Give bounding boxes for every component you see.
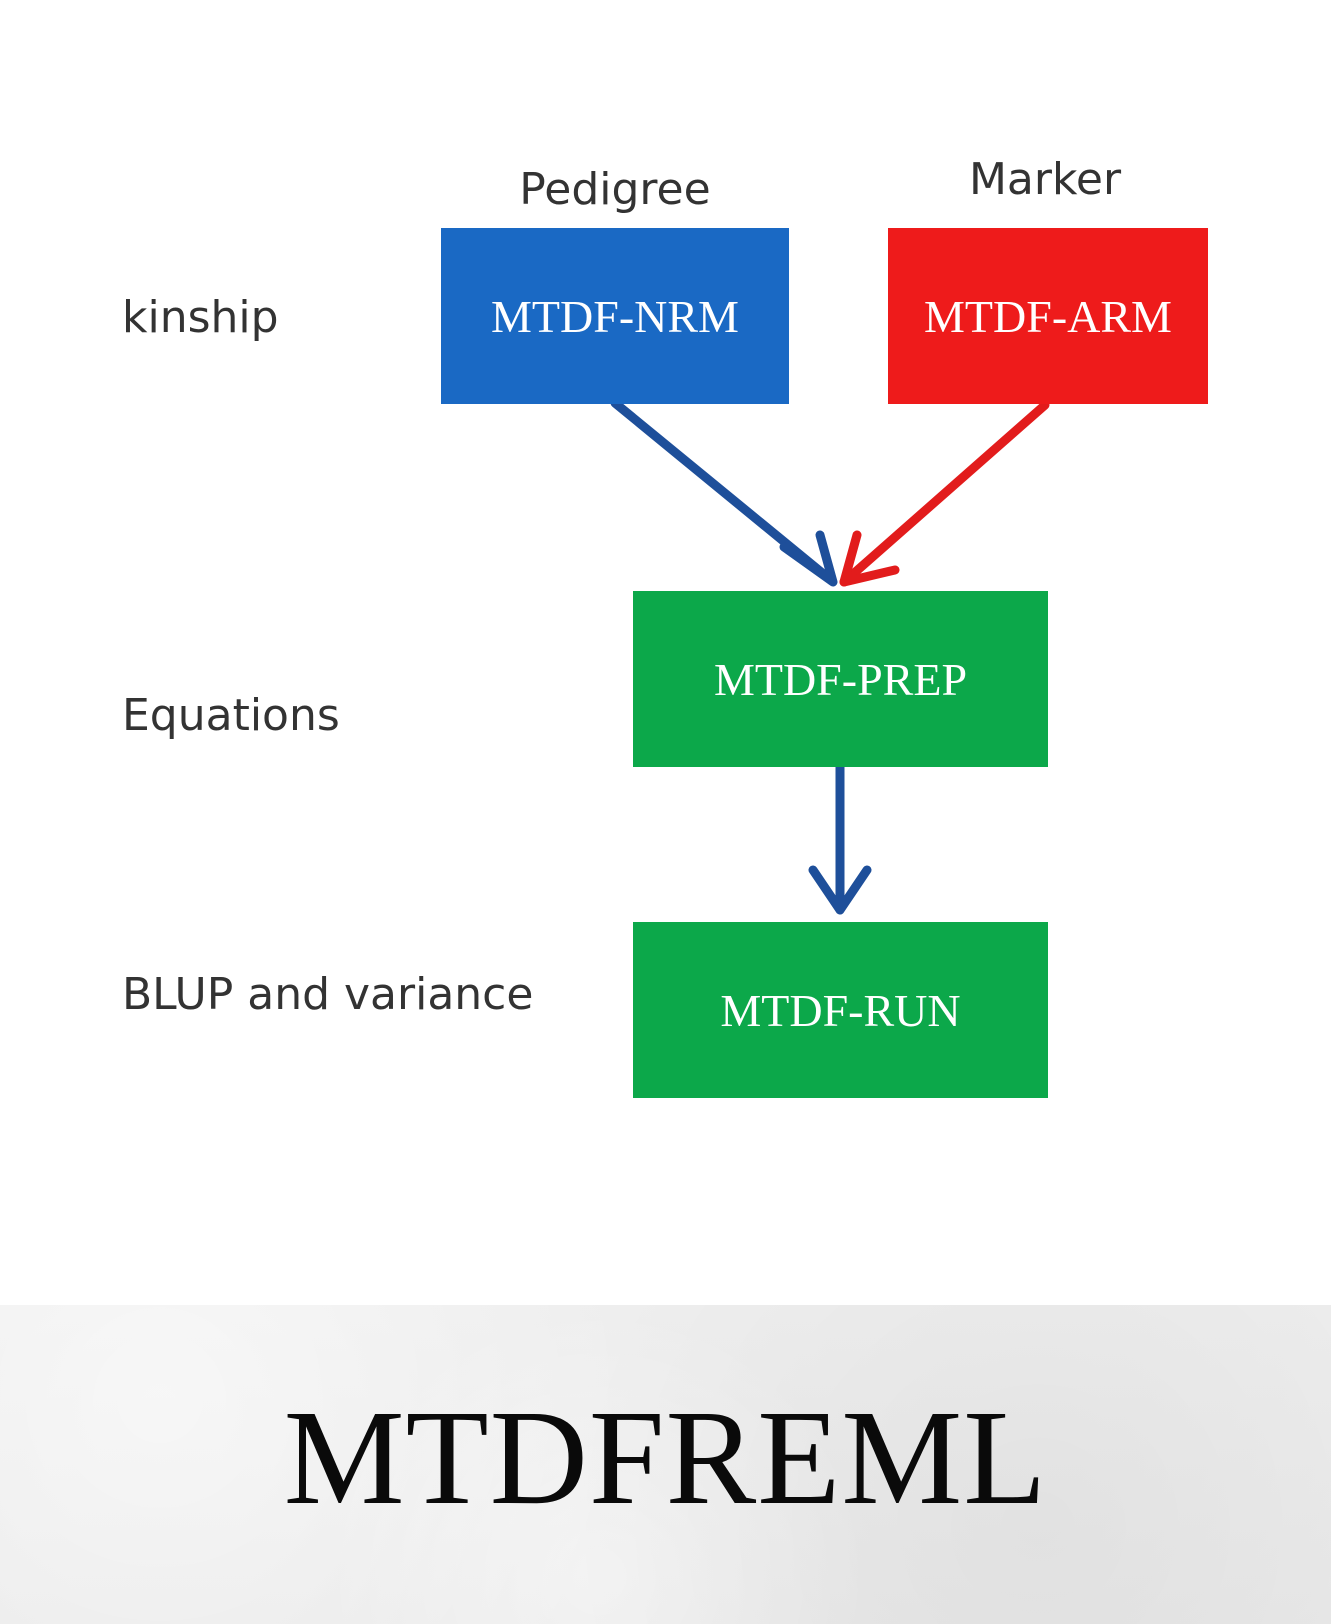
node-mtdf-nrm: MTDF-NRM	[441, 228, 789, 404]
title-banner	[0, 1305, 1331, 1624]
edge-nrm-to-prep	[610, 398, 838, 587]
row-label-kinship: kinship	[122, 292, 279, 343]
node-mtdf-prep-label: MTDF-PREP	[713, 653, 968, 705]
column-header-marker: Marker	[968, 154, 1122, 205]
node-mtdf-prep: MTDF-PREP	[633, 591, 1048, 767]
row-label-equations: Equations	[122, 690, 340, 741]
node-mtdf-run-label: MTDF-RUN	[720, 984, 961, 1036]
row-label-blup-variance: BLUP and variance	[122, 969, 534, 1020]
banner-title: MTDFREML	[283, 1383, 1048, 1533]
node-mtdf-nrm-label: MTDF-NRM	[491, 290, 739, 342]
edge-arm-to-prep	[839, 400, 1050, 587]
node-mtdf-arm-label: MTDF-ARM	[924, 290, 1172, 342]
node-mtdf-arm: MTDF-ARM	[888, 228, 1208, 404]
flow-diagram: Pedigree Marker kinship Equations BLUP a…	[122, 154, 1208, 1098]
edge-prep-to-run	[808, 761, 872, 915]
column-header-pedigree: Pedigree	[519, 164, 711, 215]
diagram-arrows	[610, 398, 1050, 915]
node-mtdf-run: MTDF-RUN	[633, 922, 1048, 1098]
